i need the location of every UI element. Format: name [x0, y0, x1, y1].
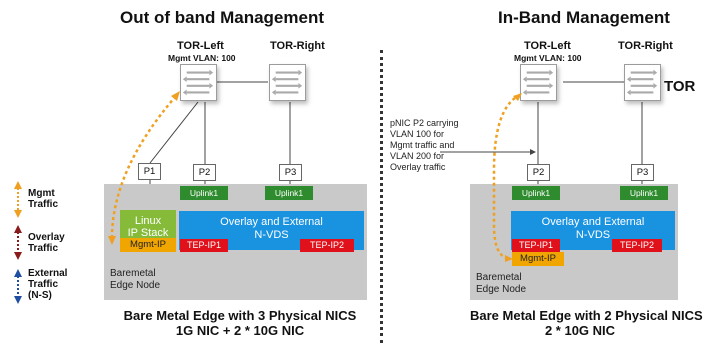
section-divider [380, 50, 383, 343]
right-tor-left-label: TOR-Left [524, 40, 571, 52]
left-tor-left-switch-icon [180, 64, 217, 101]
left-tor-left-sub: Mgmt VLAN: 100 [168, 53, 236, 63]
left-title: Out of band Management [120, 8, 324, 27]
right-port-p3: P3 [631, 164, 654, 181]
right-caption-line2: 2 * 10G NIC [544, 323, 616, 338]
left-caption-line2: 1G NIC + 2 * 10G NIC [175, 323, 305, 338]
right-tor-right-label: TOR-Right [618, 40, 673, 52]
right-mgmt-ip: Mgmt-IP [512, 252, 564, 266]
legend-external-traffic: External Traffic (N-S) [28, 268, 68, 301]
left-edge-label: Baremetal Edge Node [110, 268, 161, 291]
left-mgmt-ip: Mgmt-IP [120, 238, 176, 252]
left-tep-ip1: TEP-IP1 [180, 239, 228, 252]
right-edge-label: Baremetal Edge Node [476, 272, 527, 295]
right-title: In-Band Management [498, 8, 670, 27]
left-linux-ip-stack: Linux IP Stack [120, 210, 176, 239]
right-port-p2: P2 [527, 164, 550, 181]
right-tor-right-switch-icon [624, 64, 661, 101]
right-tor-label-big: TOR [664, 78, 696, 95]
right-nvds: Overlay and External N-VDS [511, 211, 675, 250]
left-port-p3: P3 [279, 164, 302, 181]
right-pnic-annotation: pNIC P2 carrying VLAN 100 for Mgmt traff… [390, 118, 459, 172]
legend-overlay-traffic: Overlay Traffic [28, 232, 65, 254]
right-tor-left-switch-icon [520, 64, 557, 101]
left-mgmt-traffic-arrow [108, 91, 180, 245]
left-tor-right-label: TOR-Right [270, 40, 325, 52]
left-tep-ip2: TEP-IP2 [300, 239, 354, 252]
right-uplink-1: Uplink1 [512, 186, 560, 200]
right-tor-left-sub: Mgmt VLAN: 100 [514, 53, 582, 63]
right-caption-line1: Bare Metal Edge with 2 Physical NICS [470, 308, 703, 323]
right-link-lines [440, 81, 643, 186]
legend-mgmt-traffic: Mgmt Traffic [28, 188, 59, 210]
left-port-p1: P1 [138, 163, 161, 180]
left-tor-left-label: TOR-Left [177, 40, 224, 52]
right-uplink-2: Uplink1 [620, 186, 668, 200]
left-uplink-2: Uplink1 [265, 186, 313, 200]
left-caption-line1: Bare Metal Edge with 3 Physical NICS [123, 308, 357, 323]
legend-arrows [14, 181, 22, 304]
right-mgmt-traffic-arrow [492, 93, 522, 262]
left-port-p2: P2 [193, 164, 216, 181]
left-tor-right-switch-icon [269, 64, 306, 101]
right-tep-ip2: TEP-IP2 [612, 239, 662, 252]
right-tep-ip1: TEP-IP1 [512, 239, 560, 252]
left-uplink-1: Uplink1 [180, 186, 228, 200]
